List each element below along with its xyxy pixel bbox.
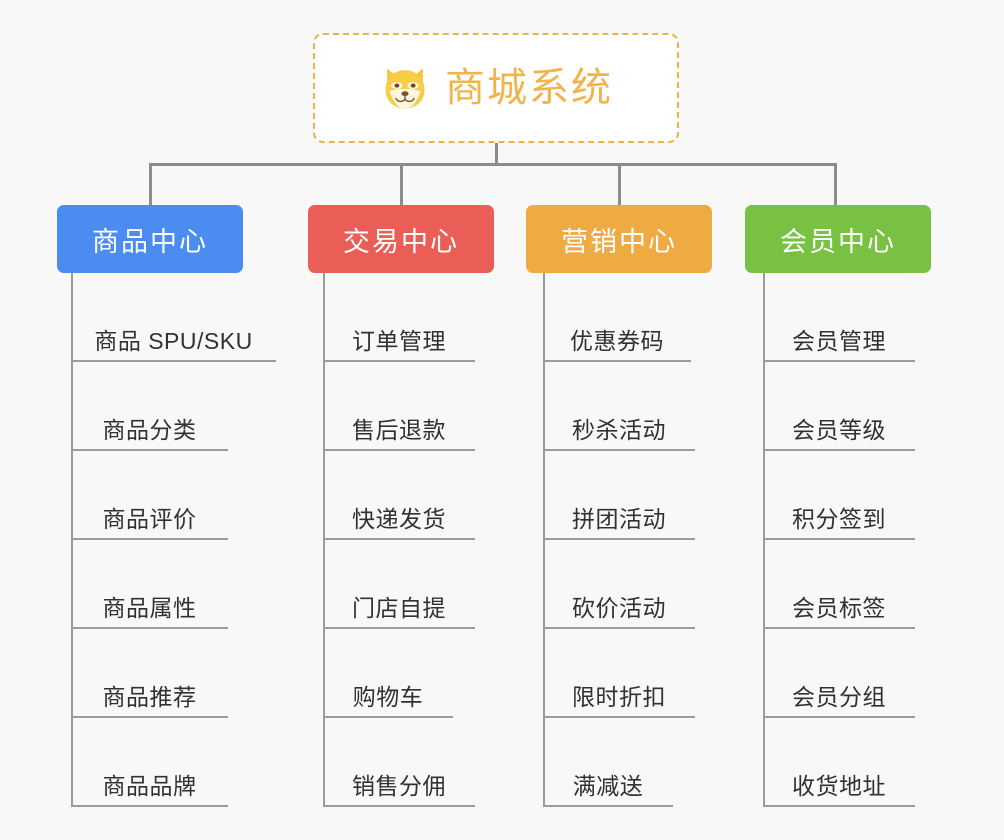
leaf-item-3-5[interactable]: 限时折扣: [543, 629, 695, 718]
leaf-label-1-1: 商品 SPU/SKU: [94, 327, 253, 354]
connector-horizontal-bus: [149, 163, 835, 166]
leaf-item-2-3[interactable]: 快递发货: [323, 451, 475, 540]
leaf-label-3-2: 秒杀活动: [572, 416, 666, 443]
leaf-item-4-2[interactable]: 会员等级: [763, 362, 915, 451]
leaf-label-2-4: 门店自提: [352, 594, 446, 621]
leaf-item-3-2[interactable]: 秒杀活动: [543, 362, 695, 451]
leaf-label-3-4: 砍价活动: [572, 594, 666, 621]
leaf-item-4-6[interactable]: 收货地址: [763, 718, 915, 807]
connector-drop-2: [400, 163, 403, 205]
branch-label-4: 会员中心: [780, 226, 896, 257]
leaf-item-1-1[interactable]: 商品 SPU/SKU: [71, 273, 276, 362]
leaf-item-1-4[interactable]: 商品属性: [71, 540, 228, 629]
leaf-stem-1: [71, 273, 73, 807]
leaf-stem-2: [323, 273, 325, 807]
root-node-mall-system[interactable]: 商城系统: [313, 33, 679, 143]
leaf-item-2-6[interactable]: 销售分佣: [323, 718, 475, 807]
leaf-label-1-6: 商品品牌: [102, 772, 197, 799]
leaf-item-2-4[interactable]: 门店自提: [323, 540, 475, 629]
leaf-label-2-2: 售后退款: [352, 416, 446, 443]
leaf-label-2-5: 购物车: [352, 683, 424, 710]
leaf-item-3-4[interactable]: 砍价活动: [543, 540, 695, 629]
leaf-label-1-4: 商品属性: [102, 594, 197, 621]
dog-face-icon: [385, 68, 425, 109]
leaf-item-2-2[interactable]: 售后退款: [323, 362, 475, 451]
leaf-stem-3: [543, 273, 545, 807]
leaf-item-3-1[interactable]: 优惠券码: [543, 273, 691, 362]
leaf-label-3-1: 优惠券码: [570, 327, 664, 354]
leaf-item-3-3[interactable]: 拼团活动: [543, 451, 695, 540]
leaf-item-3-6[interactable]: 满减送: [543, 718, 673, 807]
leaf-item-4-5[interactable]: 会员分组: [763, 629, 915, 718]
connector-drop-1: [149, 163, 152, 205]
leaf-label-3-5: 限时折扣: [572, 683, 666, 710]
leaf-stem-4: [763, 273, 765, 807]
leaf-label-4-6: 收货地址: [792, 772, 886, 799]
branch-box-2[interactable]: 交易中心: [308, 205, 494, 273]
leaf-label-4-1: 会员管理: [792, 327, 886, 354]
leaf-label-4-4: 会员标签: [792, 594, 886, 621]
connector-root-stem: [495, 143, 498, 165]
leaf-item-1-3[interactable]: 商品评价: [71, 451, 228, 540]
branch-label-3: 营销中心: [561, 226, 677, 257]
connector-drop-3: [618, 163, 621, 205]
leaf-label-4-3: 积分签到: [792, 505, 886, 532]
branch-box-1[interactable]: 商品中心: [57, 205, 243, 273]
leaf-label-4-5: 会员分组: [792, 683, 886, 710]
leaf-label-3-3: 拼团活动: [572, 505, 666, 532]
leaf-item-4-1[interactable]: 会员管理: [763, 273, 915, 362]
leaf-item-2-1[interactable]: 订单管理: [323, 273, 475, 362]
leaf-label-1-5: 商品推荐: [102, 683, 197, 710]
leaf-item-2-5[interactable]: 购物车: [323, 629, 453, 718]
leaf-label-1-3: 商品评价: [102, 505, 197, 532]
leaf-item-1-2[interactable]: 商品分类: [71, 362, 228, 451]
leaf-label-1-2: 商品分类: [102, 416, 197, 443]
leaf-label-2-6: 销售分佣: [352, 772, 446, 799]
root-title: 商城系统: [445, 66, 613, 110]
leaf-label-3-6: 满减送: [572, 772, 644, 799]
leaf-label-2-3: 快递发货: [352, 505, 446, 532]
connector-drop-4: [834, 163, 837, 205]
branch-box-3[interactable]: 营销中心: [526, 205, 712, 273]
leaf-label-4-2: 会员等级: [792, 416, 886, 443]
leaf-item-1-5[interactable]: 商品推荐: [71, 629, 228, 718]
leaf-item-4-3[interactable]: 积分签到: [763, 451, 915, 540]
branch-label-1: 商品中心: [92, 226, 208, 257]
leaf-label-2-1: 订单管理: [352, 327, 446, 354]
leaf-item-1-6[interactable]: 商品品牌: [71, 718, 228, 807]
branch-label-2: 交易中心: [343, 226, 459, 257]
branch-box-4[interactable]: 会员中心: [745, 205, 931, 273]
leaf-item-4-4[interactable]: 会员标签: [763, 540, 915, 629]
